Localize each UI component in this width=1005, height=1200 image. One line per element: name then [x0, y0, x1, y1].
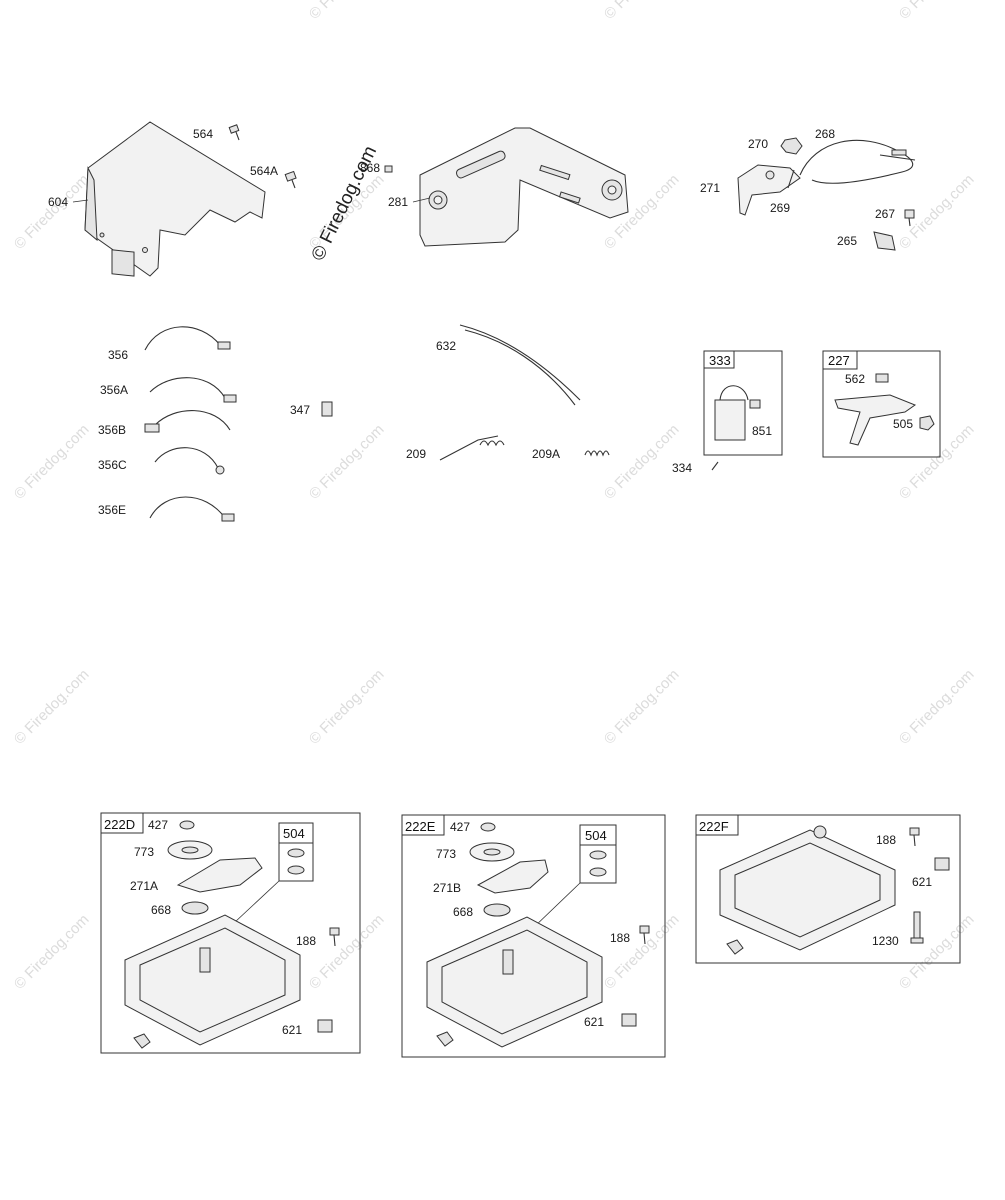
- part-868-bolt: [384, 165, 393, 173]
- label-209A: 209A: [532, 447, 560, 461]
- label-427: 427: [450, 820, 470, 834]
- watermark-tile: © Firedog.com: [601, 421, 683, 503]
- label-265: 265: [837, 234, 857, 248]
- label-427: 427: [148, 818, 168, 832]
- label-188: 188: [296, 934, 316, 948]
- part-227-bracket: [834, 394, 917, 446]
- label-356E: 356E: [98, 503, 126, 517]
- label-851: 851: [752, 424, 772, 438]
- label-356B: 356B: [98, 423, 126, 437]
- kit-222D: 222D 427 773 271A 668 504 188 621: [100, 812, 361, 1054]
- label-604: 604: [48, 195, 68, 209]
- part-564A-bolt: [284, 170, 297, 189]
- watermark-tile: © Firedog.com: [601, 666, 683, 748]
- label-267: 267: [875, 207, 895, 221]
- part-334-screw: [711, 461, 719, 471]
- part-356-harness: [144, 326, 231, 351]
- label-271B: 271B: [433, 881, 461, 895]
- part-562-screw: [875, 373, 889, 383]
- part-356B-harness: [144, 410, 231, 433]
- label-270: 270: [748, 137, 768, 151]
- label-188: 188: [610, 931, 630, 945]
- label-281: 281: [388, 195, 408, 209]
- label-505: 505: [893, 417, 913, 431]
- part-356C-harness: [154, 447, 225, 475]
- label-504: 504: [283, 826, 305, 841]
- label-1230: 1230: [872, 934, 899, 948]
- part-604-cover: [84, 121, 266, 277]
- label-564A: 564A: [250, 164, 278, 178]
- watermark-tile: © Firedog.com: [896, 0, 978, 23]
- watermark-tile: © Firedog.com: [306, 911, 388, 993]
- watermark-tile: © Firedog.com: [11, 666, 93, 748]
- label-868: 868: [360, 161, 380, 175]
- kit-333-box: [703, 350, 783, 456]
- label-562: 562: [845, 372, 865, 386]
- part-281-bracket: [419, 127, 629, 247]
- watermark-tile: © Firedog.com: [11, 911, 93, 993]
- label-209: 209: [406, 447, 426, 461]
- part-270-nut: [780, 137, 803, 155]
- part-505-nut: [919, 415, 935, 431]
- part-564-bolt: [228, 124, 240, 141]
- part-356E-harness: [149, 496, 235, 522]
- label-334: 334: [672, 461, 692, 475]
- label-773: 773: [436, 847, 456, 861]
- watermark-tile: © Firedog.com: [306, 421, 388, 503]
- part-267-screw: [904, 209, 915, 227]
- label-188: 188: [876, 833, 896, 847]
- kit-227-box: [822, 350, 941, 458]
- part-632-link: [459, 324, 581, 406]
- label-268: 268: [815, 127, 835, 141]
- watermark-tile: © Firedog.com: [896, 911, 978, 993]
- label-504: 504: [585, 828, 607, 843]
- label-773: 773: [134, 845, 154, 859]
- kit-222F-title: 222F: [699, 819, 729, 834]
- label-333: 333: [709, 353, 731, 368]
- watermark-tile: © Firedog.com: [601, 911, 683, 993]
- watermark-tile: © Firedog.com: [601, 0, 683, 23]
- watermark-tile: © Firedog.com: [306, 0, 388, 23]
- part-851-ignition: [714, 385, 761, 441]
- label-356: 356: [108, 348, 128, 362]
- watermark-tile: © Firedog.com: [306, 666, 388, 748]
- label-271: 271: [700, 181, 720, 195]
- part-209-spring: [439, 435, 505, 461]
- label-621: 621: [912, 875, 932, 889]
- kit-222E: 222E 427 773 271B 668 504 188 621: [401, 814, 666, 1058]
- kit-222E-title: 222E: [405, 819, 436, 834]
- kit-222D-title: 222D: [104, 817, 135, 832]
- label-227: 227: [828, 353, 850, 368]
- label-564: 564: [193, 127, 213, 141]
- label-668: 668: [453, 905, 473, 919]
- label-621: 621: [282, 1023, 302, 1037]
- label-347: 347: [290, 403, 310, 417]
- part-271-lever: [737, 164, 801, 216]
- part-356A-harness: [149, 377, 237, 403]
- label-668: 668: [151, 903, 171, 917]
- part-269-pin: [787, 169, 795, 189]
- label-356A: 356A: [100, 383, 128, 397]
- label-271A: 271A: [130, 879, 158, 893]
- watermark-tile: © Firedog.com: [896, 421, 978, 503]
- label-269: 269: [770, 201, 790, 215]
- label-356C: 356C: [98, 458, 127, 472]
- label-621: 621: [584, 1015, 604, 1029]
- watermark-tile: © Firedog.com: [11, 421, 93, 503]
- part-265-clip: [873, 231, 896, 251]
- part-209A-spring: [584, 450, 610, 457]
- watermark-tile: © Firedog.com: [11, 171, 93, 253]
- kit-222F: 222F 188 621 1230: [695, 814, 961, 964]
- part-268-cable: [799, 139, 916, 184]
- label-632: 632: [436, 339, 456, 353]
- part-347-clip: [321, 401, 333, 417]
- watermark-tile: © Firedog.com: [896, 666, 978, 748]
